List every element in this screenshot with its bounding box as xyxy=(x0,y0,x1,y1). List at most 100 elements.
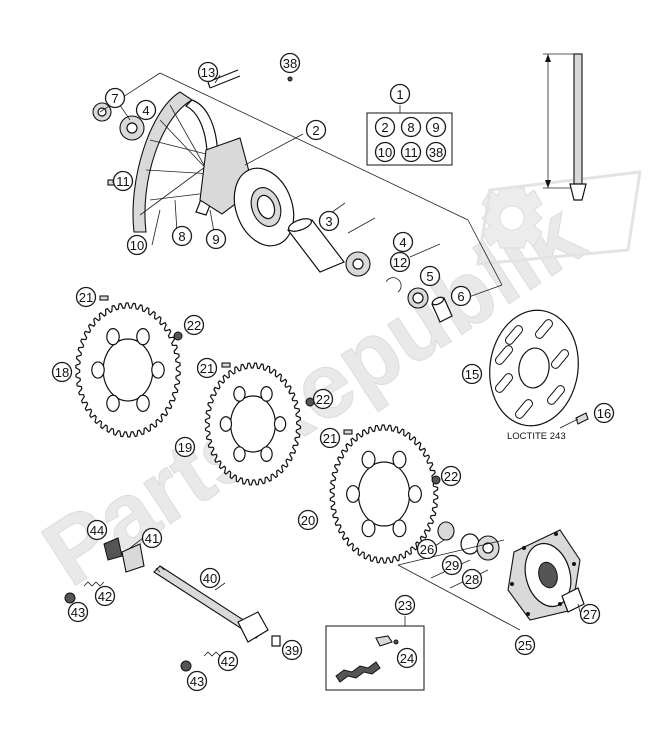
callout-15: 15 xyxy=(461,363,483,385)
kit-box-item-number: 38 xyxy=(429,145,443,160)
callout-39: 39 xyxy=(281,639,303,661)
callout-number: 43 xyxy=(71,605,85,620)
callout-number: 25 xyxy=(518,638,532,653)
callout-21: 21 xyxy=(75,286,97,308)
seal-29 xyxy=(460,533,480,555)
callout-number: 2 xyxy=(312,123,319,138)
callout-number: 19 xyxy=(178,440,192,455)
callout-42: 42 xyxy=(217,650,239,672)
adjuster-41 xyxy=(121,543,145,573)
callout-number: 43 xyxy=(190,674,204,689)
callout-28: 28 xyxy=(461,568,483,590)
circlip-12 xyxy=(385,277,402,293)
callout-42: 42 xyxy=(94,585,116,607)
callout-19: 19 xyxy=(174,436,196,458)
callout-number: 22 xyxy=(187,318,201,333)
callout-41: 41 xyxy=(141,527,163,549)
chain-link-24 xyxy=(375,635,393,647)
callout-6: 6 xyxy=(450,285,472,307)
callout-number: 9 xyxy=(212,232,219,247)
callout-number: 8 xyxy=(178,229,185,244)
sprocket-19 xyxy=(204,362,302,486)
callout-number: 3 xyxy=(325,214,332,229)
sprocket-18 xyxy=(75,302,181,438)
kit-box-item: 2 xyxy=(374,116,396,138)
callout-8: 8 xyxy=(171,225,193,247)
kit-box-item: 10 xyxy=(374,141,396,163)
nut-43a xyxy=(64,592,76,604)
nut-22b xyxy=(305,397,315,407)
spring-42a xyxy=(83,581,105,587)
callout-27: 27 xyxy=(579,603,601,625)
callout-number: 6 xyxy=(457,289,464,304)
kit-box-item-number: 8 xyxy=(407,120,414,135)
callout-9: 9 xyxy=(205,228,227,250)
rear-wheel-assembly xyxy=(92,69,453,323)
kit-box-item: 8 xyxy=(400,116,422,138)
callout-1: 1 xyxy=(389,83,411,105)
loctite-note: LOCTITE 243 xyxy=(507,431,566,442)
callout-number: 21 xyxy=(79,290,93,305)
callout-number: 44 xyxy=(90,523,104,538)
callout-40: 40 xyxy=(199,567,221,589)
axle-head xyxy=(237,611,269,643)
brake-disc: LOCTITE 243 xyxy=(489,309,589,442)
callout-43: 43 xyxy=(67,601,89,623)
bolt-21b xyxy=(221,362,231,368)
callout-number: 22 xyxy=(444,469,458,484)
callout-number: 10 xyxy=(130,238,144,253)
callout-number: 27 xyxy=(583,607,597,622)
callout-number: 42 xyxy=(98,589,112,604)
callout-number: 22 xyxy=(316,392,330,407)
kit-box-item-number: 11 xyxy=(404,145,418,160)
callout-number: 5 xyxy=(426,269,433,284)
callout-21: 21 xyxy=(319,427,341,449)
callout-number: 38 xyxy=(283,56,297,71)
rear-axle-scale xyxy=(543,53,587,201)
callout-26: 26 xyxy=(416,538,438,560)
callout-number: 4 xyxy=(142,103,149,118)
kit-box-item: 11 xyxy=(400,141,422,163)
axle-tool xyxy=(573,53,583,185)
callout-5: 5 xyxy=(419,265,441,287)
callout-number: 1 xyxy=(396,87,403,102)
callout-24: 24 xyxy=(396,647,418,669)
nipple-38 xyxy=(287,76,293,82)
callout-22: 22 xyxy=(312,388,334,410)
kit-box-item: 38 xyxy=(425,141,447,163)
rim xyxy=(132,91,194,233)
callout-4: 4 xyxy=(392,231,414,253)
callout-38: 38 xyxy=(279,52,301,74)
callout-number: 15 xyxy=(465,367,479,382)
callout-23: 23 xyxy=(394,594,416,616)
callout-25: 25 xyxy=(514,634,536,656)
callout-number: 13 xyxy=(201,65,215,80)
callout-number: 18 xyxy=(55,365,69,380)
callout-3: 3 xyxy=(318,210,340,232)
callout-44: 44 xyxy=(86,519,108,541)
nut-44 xyxy=(103,537,123,561)
callout-number: 21 xyxy=(200,361,214,376)
callout-13: 13 xyxy=(197,61,219,83)
watermark-frame xyxy=(476,170,642,266)
kit-box-item-number: 9 xyxy=(432,120,439,135)
spacer-26 xyxy=(437,521,455,541)
callout-29: 29 xyxy=(441,554,463,576)
callout-number: 12 xyxy=(393,255,407,270)
callout-number: 21 xyxy=(323,431,337,446)
callout-number: 26 xyxy=(420,542,434,557)
callout-21: 21 xyxy=(196,357,218,379)
axle-assembly xyxy=(64,537,281,672)
callout-43: 43 xyxy=(186,670,208,692)
sprocket-carrier-assembly xyxy=(397,521,585,631)
callout-22: 22 xyxy=(183,314,205,336)
disc-bolt-16 xyxy=(575,412,589,425)
kit-box-item-number: 2 xyxy=(381,120,388,135)
callout-number: 24 xyxy=(400,651,414,666)
callout-number: 40 xyxy=(203,571,217,586)
callout-20: 20 xyxy=(297,509,319,531)
nut-43b xyxy=(180,660,192,672)
nut-22c xyxy=(431,475,441,485)
